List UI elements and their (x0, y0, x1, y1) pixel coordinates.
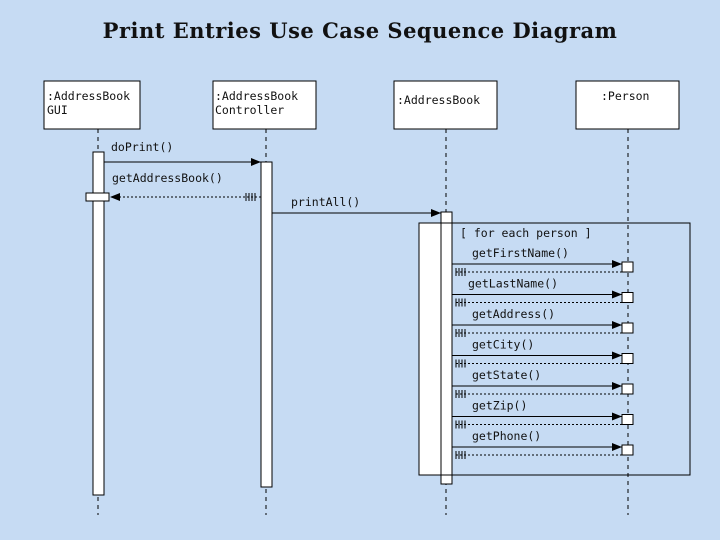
loop-call-label-getcity: getCity() (472, 338, 534, 352)
person-activation-getzip (621, 414, 634, 425)
person-activation-getlastname (621, 292, 634, 303)
object-addressbook: :AddressBook (393, 80, 498, 130)
loop-call-label-getaddress: getAddress() (472, 307, 555, 321)
return-marker-getaddressbook (245, 193, 256, 201)
loop-return-marker-getstate (455, 390, 466, 398)
loop-return-marker-getaddress (455, 329, 466, 337)
loop-frame (418, 222, 691, 476)
person-activation-getstate (621, 383, 634, 395)
loop-call-label-getstate: getState() (472, 368, 541, 382)
loop-calls: getFirstName() getLastName() getAddress() g… (452, 246, 634, 459)
activation-controller (260, 161, 273, 488)
object-person-line1: :Person (601, 89, 649, 103)
person-activation-getfirstname (621, 261, 634, 273)
person-activation-getcity (621, 353, 634, 364)
msg-getaddressbook-label: getAddressBook() (112, 171, 223, 185)
activation-gui (92, 151, 105, 496)
loop-call-label-getfirstname: getFirstName() (472, 246, 569, 260)
object-controller-line2: Controller (215, 103, 284, 117)
diagram-title: Print Entries Use Case Sequence Diagram (102, 18, 618, 43)
loop-return-marker-getzip (455, 420, 466, 429)
loop-guard: [ for each person ] (460, 226, 592, 240)
msg-printall-label: printAll() (291, 195, 360, 209)
loop-call-label-getlastname: getLastName() (468, 277, 558, 291)
loop-return-marker-getlastname (455, 298, 466, 307)
loop-return-marker-getfirstname (455, 268, 466, 276)
object-gui-line2: GUI (47, 103, 68, 117)
msg-doprint-label: doPrint() (111, 140, 173, 154)
object-controller-line1: :AddressBook (215, 89, 298, 103)
loop-call-label-getphone: getPhone() (472, 429, 541, 443)
object-gui: :AddressBook GUI (43, 80, 141, 130)
loop-call-label-getzip: getZip() (472, 399, 527, 413)
object-gui-line1: :AddressBook (47, 89, 130, 103)
loop-return-marker-getcity (455, 359, 466, 368)
loop-frame-left-bar (418, 222, 442, 476)
person-activation-getphone (621, 444, 634, 456)
person-activation-getaddress (621, 322, 634, 334)
activation-addressbook (440, 211, 453, 485)
loop-return-marker-getphone (455, 451, 466, 459)
object-addressbook-line1: :AddressBook (397, 93, 480, 107)
object-controller: :AddressBook Controller (212, 80, 317, 130)
activation-gui-return (85, 192, 110, 202)
object-person: :Person (575, 80, 680, 130)
